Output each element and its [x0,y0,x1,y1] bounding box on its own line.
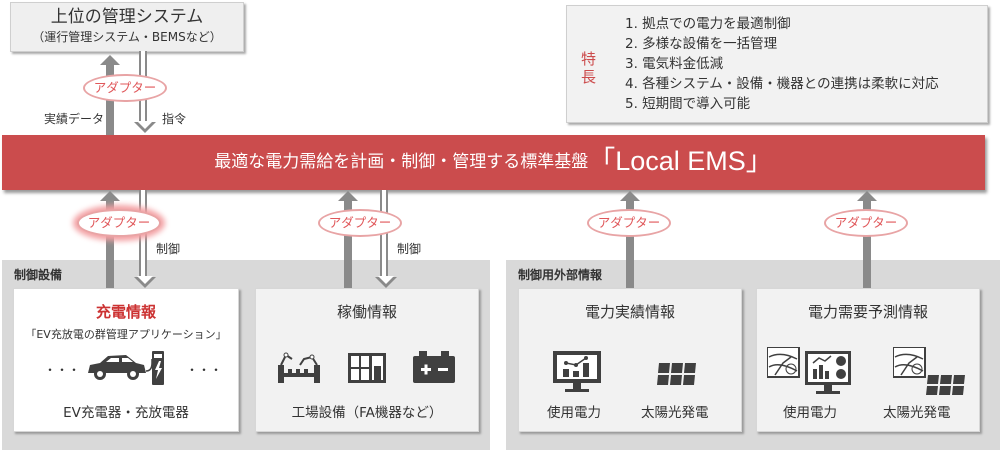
banner-ems-name: 「Local EMS」 [588,146,773,176]
local-ems-banner: 最適な電力需給を計画・制御・管理する標準基盤「Local EMS」 [2,135,985,190]
features-list: 1. 拠点での電力を最適制御 2. 多様な設備を一括管理 3. 電気料金低減 4… [625,14,939,114]
card-operation-title: 稼働情報 [336,303,397,321]
solar-panel-icon [657,363,699,385]
adapter-badge-operation: アダプター [318,209,402,237]
card-forecast-info: 電力需要予測情報 使用電力 太陽光発電 [756,288,980,432]
weather-map-monitor-icon [767,347,853,397]
adapter-badge-actual-power: アダプター [587,209,671,237]
features-box: 特長 1. 拠点での電力を最適制御 2. 多様な設備を一括管理 3. 電気料金低… [566,5,988,123]
command-label: 指令 [162,112,187,126]
operation-control-label: 制御 [397,242,422,256]
features-label: 特長 [581,50,597,86]
dots-left: ・・・ [44,363,81,377]
upper-management-system-box: 上位の管理システム （運行管理システム・BEMSなど） [10,2,244,52]
card-operation-info: 稼働情報 工場設備（FA機器など） [255,288,479,432]
feature-item: 1. 拠点での電力を最適制御 [625,16,791,32]
forecast-usage-label: 使用電力 [783,405,837,421]
card-charging-title: 充電情報 [95,303,156,321]
forecast-up-arrow-icon [857,191,877,290]
card-actual-power-title: 電力実績情報 [584,303,675,321]
feature-item: 4. 各種システム・設備・機器との連携は柔軟に対応 [625,76,939,92]
monitor-chart-icon [551,349,603,393]
feature-item: 5. 短期間で導入可能 [625,96,751,112]
dots-right: ・・・ [186,363,223,377]
control-panel-icon [348,353,386,383]
control-equipment-title: 制御設備 [14,268,63,282]
actual-data-label: 実績データ [44,112,105,126]
actual-power-up-arrow-icon [620,191,640,290]
factory-robot-icon [276,349,322,383]
actual-usage-label: 使用電力 [547,405,601,421]
upper-system-title: 上位の管理システム [50,7,204,27]
adapter-badge-forecast: アダプター [824,209,908,237]
card-charging-info: 充電情報 「EV充放電の群管理アプリケーション」 ・・・ ・・・ EV充電器・充… [13,288,239,432]
battery-icon [413,351,455,383]
card-charging-caption: EV充電器・充放電器 [63,405,189,421]
adapter-badge-upper: アダプター [83,74,167,102]
external-info-title: 制御用外部情報 [518,268,603,282]
ev-charging-icon [86,351,166,387]
banner-text: 最適な電力需給を計画・制御・管理する標準基盤 [214,152,589,172]
feature-item: 2. 多様な設備を一括管理 [625,36,778,52]
adapter-badge-ev-highlighted: アダプター [77,209,161,237]
card-actual-power-info: 電力実績情報 使用電力 太陽光発電 [518,288,742,432]
forecast-solar-label: 太陽光発電 [883,405,951,421]
card-forecast-title: 電力需要予測情報 [807,303,928,321]
card-charging-subtitle: 「EV充放電の群管理アプリケーション」 [25,328,227,341]
operation-up-arrow-icon [338,191,358,290]
actual-solar-label: 太陽光発電 [641,405,709,421]
card-operation-caption: 工場設備（FA機器など） [291,405,443,421]
feature-item: 3. 電気料金低減 [625,56,724,72]
upper-system-subtitle: （運行管理システム・BEMSなど） [32,30,222,44]
ev-up-arrow-icon [100,191,120,290]
ev-control-label: 制御 [156,242,181,256]
weather-map-solar-icon [893,347,967,395]
